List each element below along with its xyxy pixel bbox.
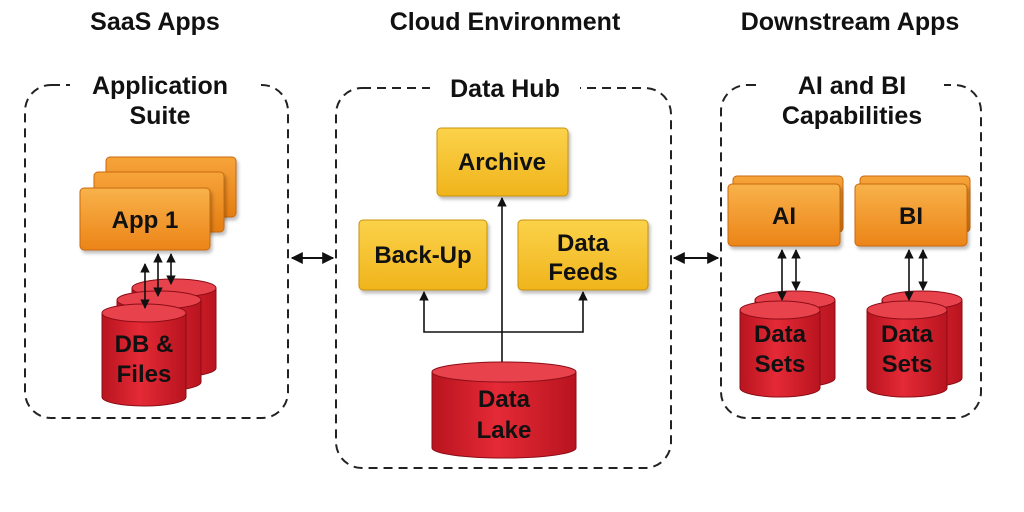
- data-lake-node: Data Lake: [431, 361, 577, 459]
- archive-label: Archive: [458, 149, 546, 176]
- ai-bi-title-mask: [762, 66, 944, 130]
- downstream-apps-title: Downstream Apps: [741, 8, 960, 36]
- data-lake-label-line1: Data: [478, 386, 531, 413]
- db-files-node: DB & Files: [101, 303, 187, 407]
- bi-data-sets-label-line2: Sets: [882, 351, 933, 378]
- data-feeds-label-line2: Feeds: [548, 259, 617, 286]
- app-1-label: App 1: [112, 207, 179, 234]
- ai-bi-title-line1: AI and BI: [798, 72, 906, 100]
- cloud-environment-title: Cloud Environment: [390, 8, 621, 36]
- application-suite-title-mask: [70, 68, 255, 130]
- backup-node: Back-Up: [358, 219, 488, 291]
- lake-backup-arrow: [419, 291, 502, 333]
- data-hub-panel: Data Hub Archive Back-Up Data Feeds Data…: [335, 72, 672, 469]
- app-1-node: App 1: [79, 187, 211, 251]
- saas-apps-title: SaaS Apps: [90, 8, 220, 36]
- application-suite-title-line2: Suite: [129, 102, 190, 130]
- data-hub-title-mask: [430, 72, 580, 104]
- bi-data-sets-label-line1: Data: [881, 321, 934, 348]
- data-hub-title: Data Hub: [450, 75, 560, 103]
- bi-data-sets-node: Data Sets: [866, 300, 948, 398]
- application-suite-title-line1: Application: [92, 72, 228, 100]
- data-feeds-node: Data Feeds: [517, 219, 649, 291]
- archive-node: Archive: [436, 127, 569, 197]
- ai-bi-panel: AI and BI Capabilities AI BI Data Sets: [720, 66, 982, 419]
- ai-label: AI: [772, 203, 796, 230]
- db-files-label-line2: Files: [117, 361, 172, 388]
- bi-node: BI: [854, 183, 968, 247]
- application-suite-panel: Application Suite App 1 DB & Files: [24, 68, 289, 419]
- data-feeds-label-line1: Data: [557, 230, 610, 257]
- backup-label: Back-Up: [374, 242, 471, 269]
- bi-label: BI: [899, 203, 923, 230]
- ai-node: AI: [727, 183, 841, 247]
- ai-data-sets-label-line2: Sets: [755, 351, 806, 378]
- data-lake-label-line2: Lake: [477, 417, 532, 444]
- ai-bi-title-line2: Capabilities: [782, 102, 922, 130]
- lake-datafeeds-arrow: [502, 291, 588, 333]
- ai-data-sets-label-line1: Data: [754, 321, 807, 348]
- db-files-label-line1: DB &: [115, 331, 174, 358]
- ai-data-sets-node: Data Sets: [739, 300, 821, 398]
